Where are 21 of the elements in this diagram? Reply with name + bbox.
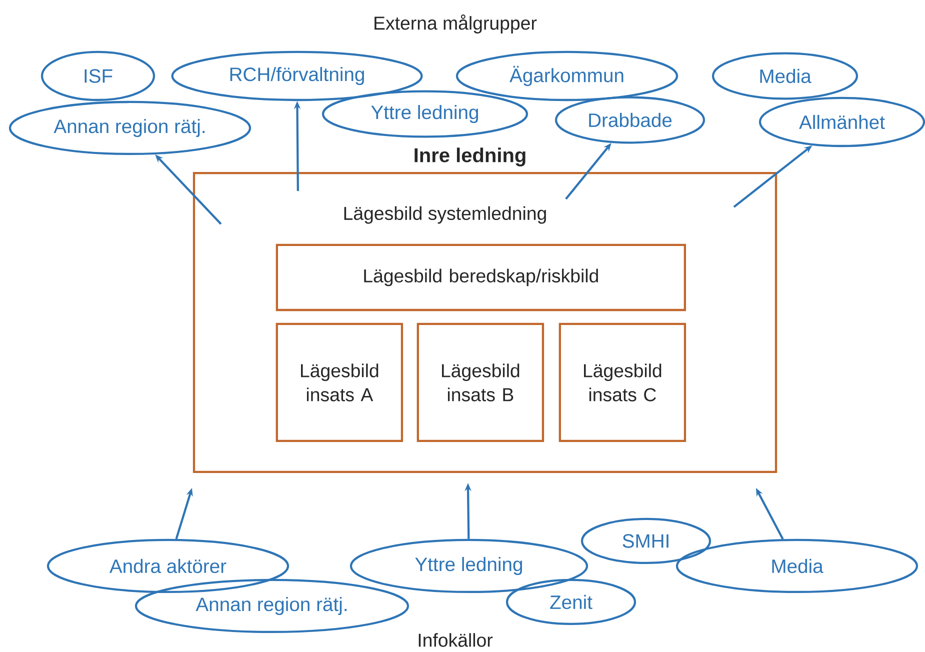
section-label: Infokällor [418,633,493,647]
ellipse-node: Ägarkommun [456,50,678,102]
ellipse-node: ISF [40,50,156,102]
ellipse-node: Annan region rätj. [134,578,410,634]
ellipse-node: Drabbade [554,96,706,144]
ellipse-node: Andra aktörer [46,538,290,594]
ellipse-node: Yttre ledning [322,90,528,138]
ellipse-node: Yttre ledning [350,538,588,594]
ellipse-node: Media [676,538,918,594]
node-label: Inre ledning [414,148,526,166]
section-label: Externa målgrupper [374,14,537,34]
ellipse-node: Annan region rätj. [8,100,252,156]
ellipse-node: RCH/förvaltning [171,50,423,102]
process-box: Lägesbild beredskap/riskbild [276,244,686,312]
ellipse-node: Zenit [506,578,636,626]
ellipse-node: SMHI [580,518,712,564]
process-box: Lägesbild insats A [276,322,404,442]
ellipse-node: Allmänhet [758,96,925,148]
ellipse-node: Media [712,52,858,100]
process-box: Lägesbild insats C [558,322,686,442]
process-box: Lägesbild insats B [416,322,544,442]
